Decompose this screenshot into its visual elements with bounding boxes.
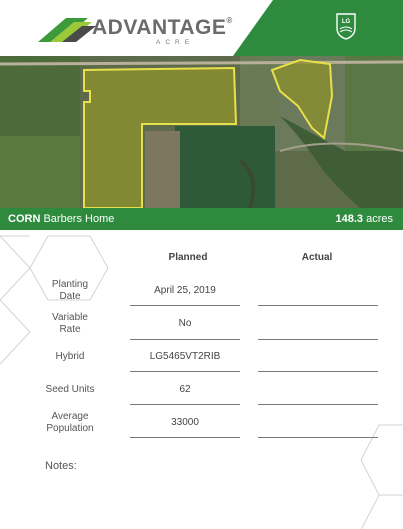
badge-text: LG: [342, 19, 351, 25]
acres-unit: acres: [366, 213, 393, 225]
planned-line: [130, 305, 240, 306]
field-boundary-east: [270, 58, 334, 140]
acres-value: 148.3: [335, 213, 364, 225]
advantage-acre-logo: ADVANTAGE® ACRE: [36, 12, 232, 46]
planned-line: [130, 371, 240, 372]
planned-line: [130, 404, 240, 405]
crop-name: CORN: [8, 213, 41, 225]
field-info-bar: CORN Barbers Home 148.3 acres: [0, 208, 403, 230]
planned-planting-date: April 25, 2019: [154, 285, 216, 296]
logo-text: ADVANTAGE: [92, 16, 227, 39]
logo-subtitle: ACRE: [156, 39, 195, 46]
planned-line: [130, 339, 240, 340]
header: ADVANTAGE® ACRE LG: [0, 0, 403, 56]
row-label-variable-rate: Variable Rate: [52, 312, 88, 335]
row-label-seed-units: Seed Units: [45, 384, 95, 395]
column-header-actual: Actual: [301, 252, 333, 263]
notes-label: Notes:: [45, 460, 77, 472]
actual-hybrid-field[interactable]: [258, 371, 378, 372]
planned-variable-rate: No: [178, 318, 192, 329]
row-label-average-population: Average Population: [46, 411, 94, 434]
lg-seeds-badge-icon: LG: [336, 13, 356, 40]
planned-line: [130, 437, 240, 438]
field-name: Barbers Home: [43, 213, 115, 225]
field-satellite-map: [0, 56, 403, 208]
logo-swoosh-icon: [38, 18, 96, 42]
actual-planting-date-field[interactable]: [258, 305, 378, 306]
row-label-planting-date: Planting Date: [51, 279, 89, 302]
planned-average-population: 33000: [171, 417, 199, 428]
column-header-planned: Planned: [168, 252, 208, 263]
planned-hybrid: LG5465VT2RIB: [149, 351, 221, 362]
logo-registered-mark: ®: [226, 16, 233, 25]
actual-variable-rate-field[interactable]: [258, 339, 378, 340]
planned-seed-units: 62: [179, 384, 191, 395]
actual-average-population-field[interactable]: [258, 437, 378, 438]
field-boundary-main: [83, 66, 238, 208]
header-green-banner: [233, 0, 403, 56]
row-label-hybrid: Hybrid: [55, 351, 85, 362]
actual-seed-units-field[interactable]: [258, 404, 378, 405]
